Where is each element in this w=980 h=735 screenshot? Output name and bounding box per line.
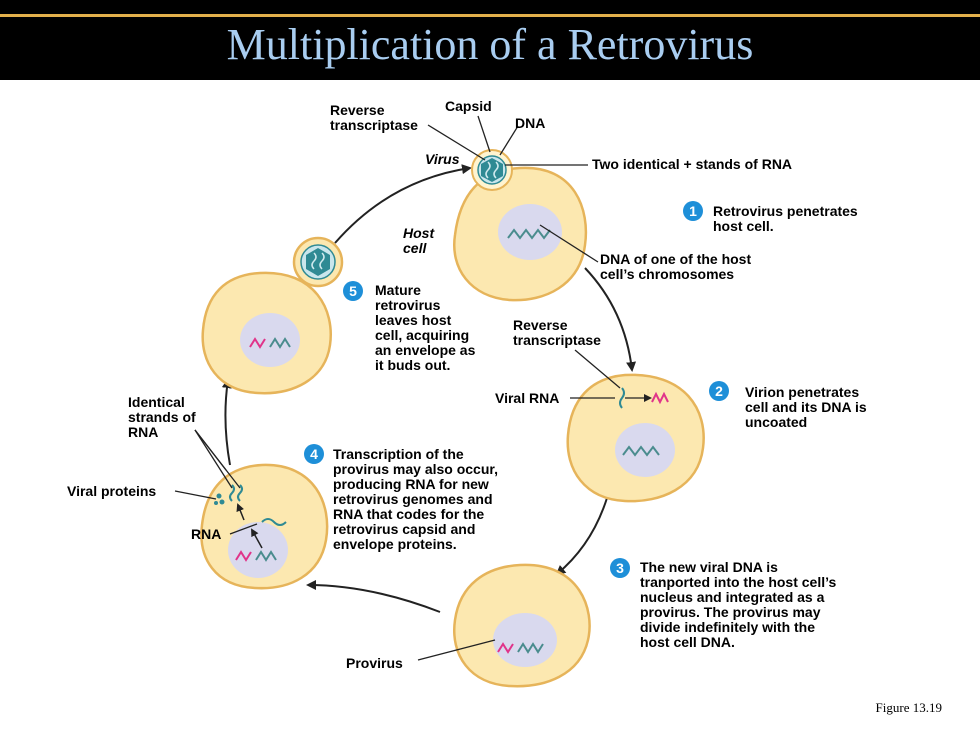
identical-rna-strands [229,484,243,502]
nucleus [493,613,557,667]
viral-protein-dot [214,501,218,505]
label-identical-strands: Identical strands of RNA [128,394,196,440]
title-rule [0,14,980,17]
step-4-badge: 4 [304,444,324,464]
label-viral-proteins: Viral proteins [67,483,157,499]
step-2-badge: 2 [709,381,729,401]
cell-1 [453,166,588,302]
nucleus [228,522,288,578]
label-reverse-transcriptase-mid: Reverse transcriptase [513,317,601,348]
arrow-5-to-1 [334,164,472,244]
label-host-cell: Host cell [403,225,435,256]
arrow-4-to-5 [221,378,232,466]
step-4-text: Transcription of the provirus may also o… [333,446,498,552]
step-3-badge: 3 [610,558,630,578]
step-5-text: Mature retrovirus leaves host cell, acqu… [375,282,476,373]
cell-3 [453,563,591,688]
label-reverse-transcriptase-top: Reverse transcriptase [330,102,418,133]
step-1-text: Retrovirus penetrates host cell. [713,203,858,234]
leader-lines [174,115,652,661]
rna-transcript [261,518,287,526]
cell-2 [566,373,705,503]
nucleus [615,423,675,477]
label-dna: DNA [515,115,546,131]
viral-protein-dot [216,493,222,499]
label-virus: Virus [425,151,460,167]
label-two-strands: Two identical + stands of RNA [592,156,793,172]
cell-5 [201,236,344,395]
viral-dna-strand [651,391,669,405]
cell-4 [200,463,329,590]
step-5-badge: 5 [343,281,363,301]
slide-title: Multiplication of a Retrovirus [226,20,754,69]
arrow-1-to-2 [584,267,637,372]
label-provirus: Provirus [346,655,403,671]
virus-particle [471,149,513,191]
step-3-text: The new viral DNA is tranported into the… [640,559,837,650]
figure-caption: Figure 13.19 [875,700,942,715]
label-viral-rna: Viral RNA [495,390,560,406]
arrow-2-to-3 [555,497,608,576]
viral-rna-strand [619,387,625,409]
cycle-arrows [221,164,637,613]
arrow-3-to-4 [306,580,441,613]
viral-protein-dot [219,499,225,505]
label-capsid: Capsid [445,98,492,114]
label-rna: RNA [191,526,222,542]
step-2-text: Virion penetrates cell and its DNA is un… [745,384,867,430]
title-bar: Multiplication of a Retrovirus [0,0,980,80]
nucleus [240,313,300,367]
nucleus [498,204,562,260]
host-dna [507,228,551,240]
label-host-dna: DNA of one of the host cell’s chromosome… [600,251,752,282]
step-1-badge: 1 [683,201,703,221]
